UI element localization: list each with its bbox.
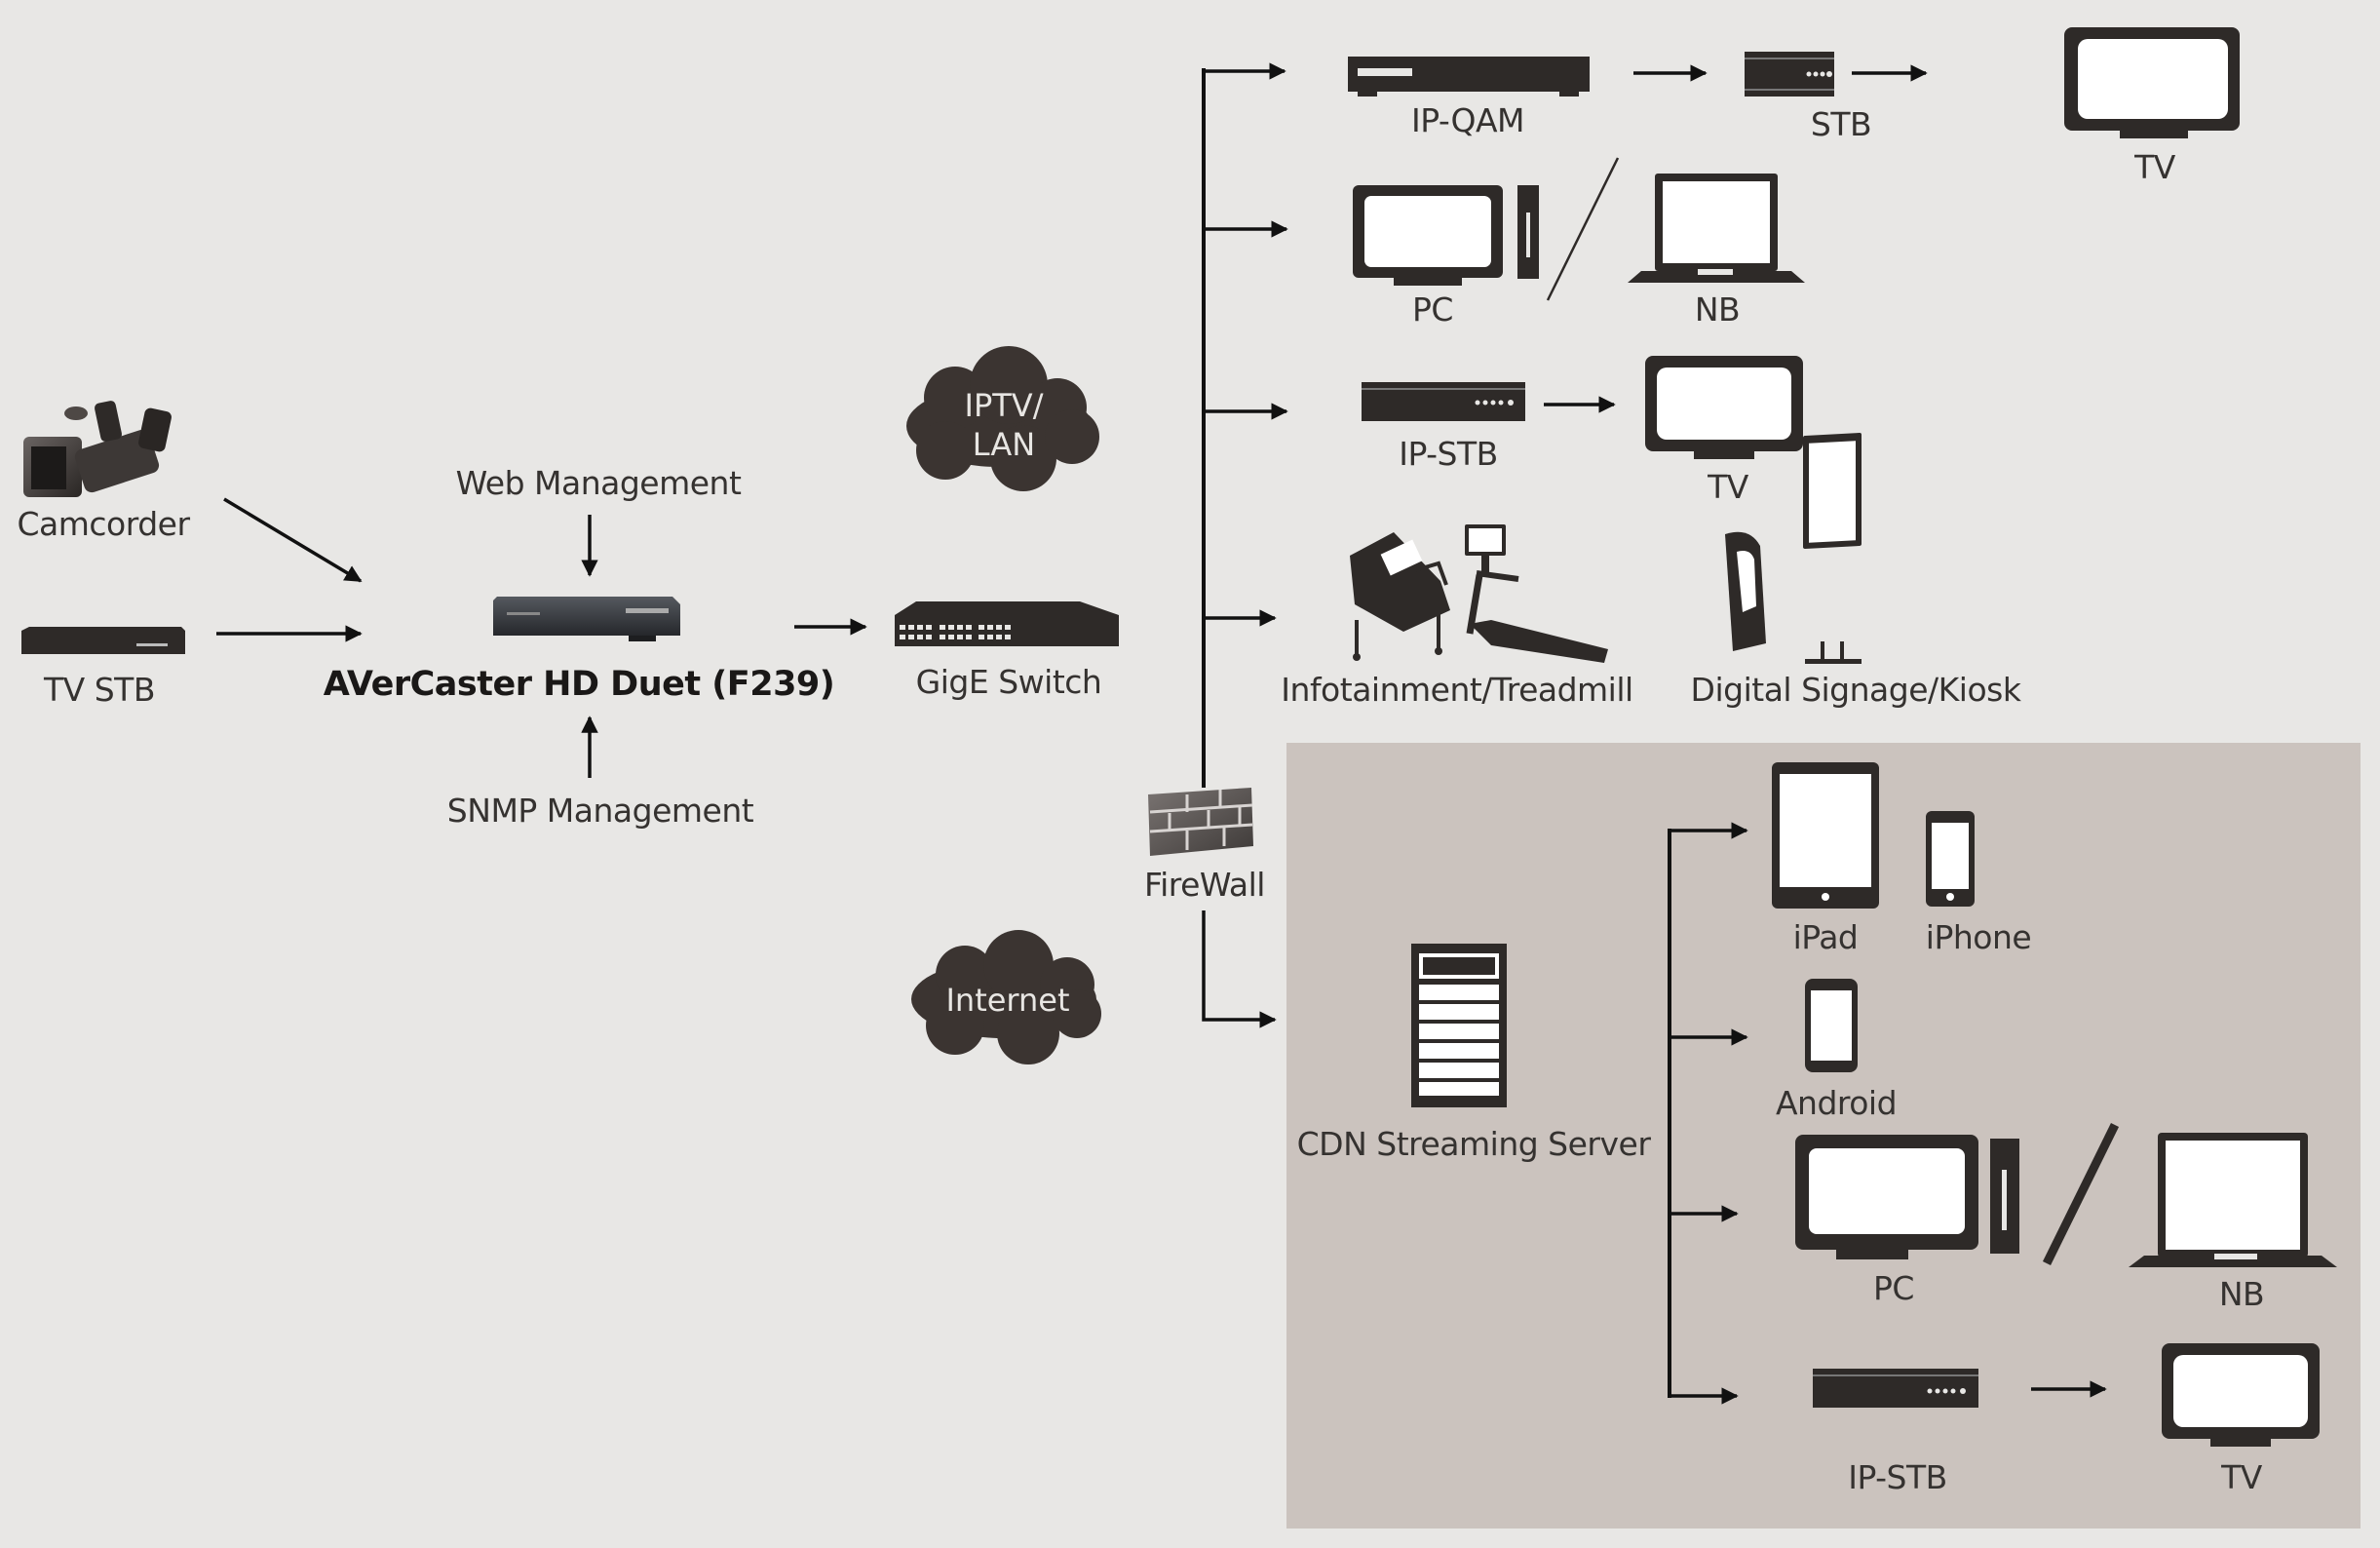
tv-icon <box>2064 27 2240 138</box>
encoder-label: AVerCaster HD Duet (F239) <box>323 665 835 704</box>
brick-wall-icon <box>1148 788 1253 856</box>
set-top-box-icon <box>21 627 185 654</box>
tablet-icon <box>1772 762 1879 909</box>
signage-label: Digital Signage/Kiosk <box>1690 671 2021 709</box>
internet-branch-to-cdn <box>1202 910 1277 1028</box>
ip-stb-label: IP-STB <box>1399 435 1498 473</box>
lan-line: LAN <box>972 426 1036 463</box>
nb-label: NB <box>1694 290 1741 329</box>
pc-label: PC <box>1412 290 1453 329</box>
internet-cloud-icon <box>911 930 1101 1064</box>
ip-stb-icon <box>1362 382 1525 421</box>
network-switch-icon <box>895 601 1119 646</box>
cdn-nb-label: NB <box>2218 1275 2265 1313</box>
infotainment-label: Infotainment/Treadmill <box>1281 671 1633 709</box>
android-phone-icon <box>1805 979 1858 1072</box>
tv-icon <box>2162 1343 2320 1447</box>
pc-monitor-icon <box>1795 1135 2019 1259</box>
ip-qam-icon <box>1348 57 1590 97</box>
internet-cloud-label: Internet <box>945 982 1070 1019</box>
tv-top-label: TV <box>2134 148 2175 186</box>
encoder-device-icon <box>493 597 680 641</box>
camcorder-label: Camcorder <box>17 505 190 543</box>
laptop-icon <box>1628 174 1805 283</box>
divider-slash <box>1546 157 1620 301</box>
digital-signage-icon <box>1803 433 1862 664</box>
ip-stb-icon <box>1813 1369 1978 1408</box>
gige-switch-label: GigE Switch <box>915 663 1102 701</box>
stb-label: STB <box>1810 105 1872 143</box>
cdn-ip-stb-label: IP-STB <box>1848 1458 1947 1496</box>
laptop-icon <box>2129 1133 2337 1267</box>
iphone-label: iPhone <box>1925 918 2032 956</box>
cdn-pc-label: PC <box>1873 1269 1914 1307</box>
streaming-server-icon <box>1411 944 1507 1107</box>
iptv-lan-cloud-label: IPTV/ LAN <box>965 386 1044 464</box>
arrow-camcorder-to-encoder <box>223 497 363 583</box>
tv-mid-label: TV <box>1708 468 1748 506</box>
ipad-label: iPad <box>1792 918 1859 956</box>
pc-monitor-icon <box>1353 185 1539 286</box>
cdn-tv-label: TV <box>2221 1458 2262 1496</box>
snmp-management-label: SNMP Management <box>446 792 754 830</box>
set-top-box-icon <box>1745 52 1834 97</box>
web-management-label: Web Management <box>455 464 742 502</box>
android-label: Android <box>1775 1084 1898 1122</box>
tv-stb-source-label: TV STB <box>44 671 155 709</box>
treadmill-icon <box>1465 524 1608 663</box>
hospital-bed-icon <box>1350 532 1450 661</box>
camcorder-icon <box>23 401 172 497</box>
divider-slash <box>2042 1123 2120 1265</box>
smartphone-icon <box>1926 811 1975 907</box>
tv-icon <box>1645 356 1803 459</box>
firewall-label: FireWall <box>1144 866 1265 904</box>
iptv-lan-cloud-icon <box>906 346 1099 491</box>
ip-qam-label: IP-QAM <box>1410 101 1525 139</box>
cdn-server-label: CDN Streaming Server <box>1296 1125 1651 1163</box>
iptv-line: IPTV/ <box>964 387 1044 424</box>
kiosk-icon <box>1725 531 1766 651</box>
